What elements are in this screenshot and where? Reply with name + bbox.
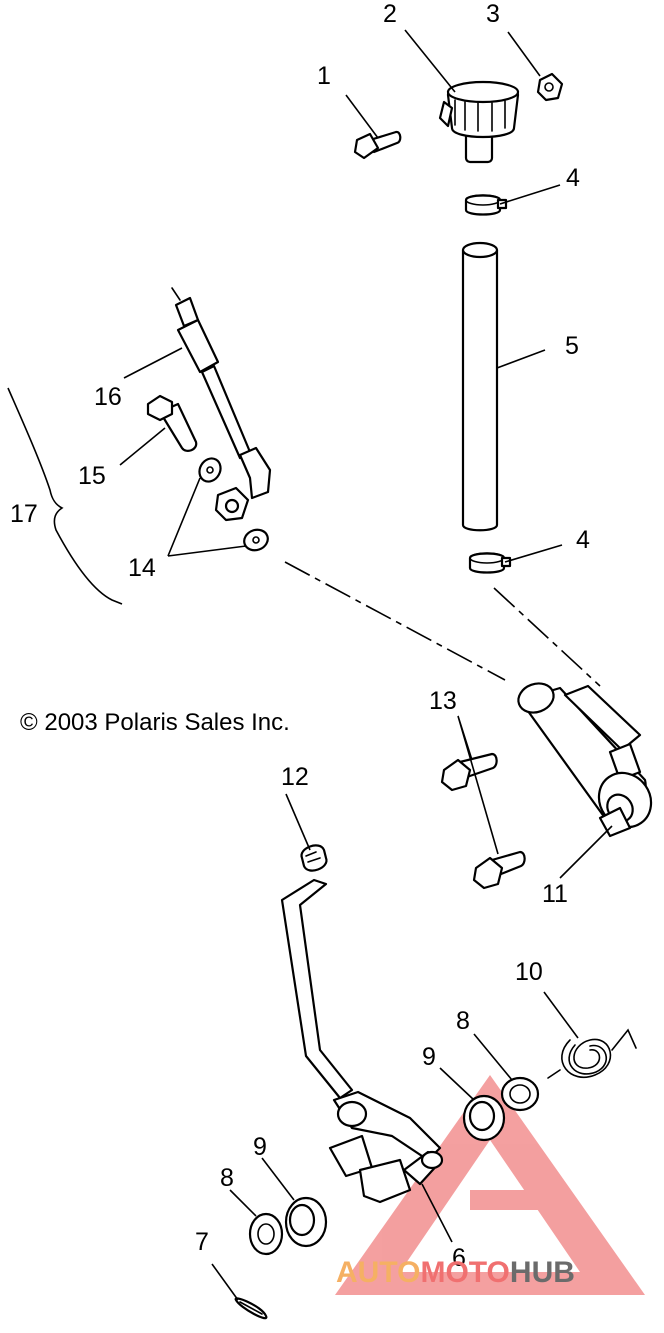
callout-4-bottom: 4	[576, 526, 590, 554]
callout-13: 13	[429, 687, 457, 715]
part-3-nut	[536, 72, 564, 102]
watermark-moto: MOTO	[420, 1256, 509, 1289]
watermark-triangle	[335, 1075, 645, 1295]
leader-lines	[119, 29, 613, 1301]
callout-16: 16	[94, 383, 122, 411]
part-11-master-cylinder	[517, 682, 653, 838]
part-1-bolt	[353, 130, 402, 160]
part-14-washers	[198, 457, 269, 552]
part-6-brake-lever	[280, 878, 444, 1204]
bracket-17	[7, 387, 123, 605]
watermark-logo	[335, 1075, 645, 1295]
watermark-wordmark: AUTOMOTOHUB	[336, 1256, 575, 1289]
watermark-g-mark	[470, 1190, 545, 1210]
callout-11: 11	[542, 880, 568, 908]
callout-9-left: 9	[253, 1133, 267, 1161]
part-7-cotter-pin	[234, 1297, 268, 1320]
part-15-banjo-bolt	[146, 394, 198, 452]
part-5-hose	[461, 241, 499, 532]
callout-6: 6	[452, 1244, 466, 1272]
part-13-bolts	[440, 752, 526, 890]
watermark-auto: AUTO	[336, 1256, 420, 1289]
callout-3: 3	[486, 0, 500, 28]
callout-14: 14	[128, 554, 156, 582]
copyright-text: © 2003 Polaris Sales Inc.	[20, 709, 290, 736]
callout-labels: 1 2 3 4 5 4 16 15 17 14 13 12 11 10 8 9 …	[10, 0, 590, 1272]
callout-4-top: 4	[566, 164, 580, 192]
callout-12: 12	[281, 763, 309, 791]
callout-17: 17	[10, 500, 38, 528]
part-12-spring-pin	[300, 844, 328, 872]
part-2-reservoir	[438, 80, 520, 164]
callout-1: 1	[317, 62, 331, 90]
callout-10: 10	[515, 958, 543, 986]
part-9-bushing-right	[462, 1094, 506, 1142]
part-10-spring	[547, 1028, 637, 1079]
callout-8-right: 8	[456, 1007, 470, 1035]
part-9-bushing-left	[284, 1196, 328, 1248]
assembly-line-2	[493, 587, 601, 687]
callout-7: 7	[195, 1228, 209, 1256]
part-4-clamp-top	[464, 194, 508, 216]
part-16-brake-line	[171, 287, 272, 522]
callout-2: 2	[383, 0, 397, 28]
callout-15: 15	[78, 462, 106, 490]
callout-9-right: 9	[422, 1043, 436, 1071]
callout-8-left: 8	[220, 1164, 234, 1192]
watermark-hub: HUB	[510, 1256, 575, 1289]
callout-5: 5	[565, 332, 579, 360]
part-4-clamp-bottom	[468, 552, 512, 574]
part-8-washer-right	[500, 1076, 540, 1112]
part-8-washer-left	[248, 1212, 284, 1256]
assembly-line-1	[284, 561, 506, 681]
